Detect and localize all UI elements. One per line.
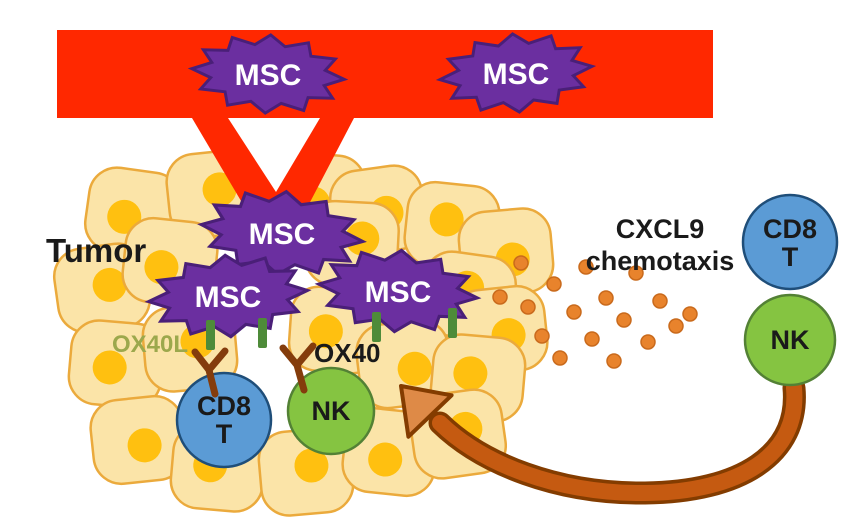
nk-circle (286, 366, 376, 456)
tumor-cell-nucleus (202, 172, 237, 207)
blood-vessel (57, 30, 713, 118)
chemotaxis-label-line1: CXCL9 (616, 214, 705, 244)
msc-label: MSC (365, 276, 432, 309)
cd8t-label-line1: CD8 (763, 214, 817, 244)
tumor-cell-nucleus (453, 356, 488, 391)
arrow-shaft (432, 380, 803, 502)
cd8t-circle (741, 193, 839, 291)
ox40l-ligands (206, 308, 457, 350)
recruitment-arrow (399, 376, 806, 505)
ox40-receptor-cd8t (191, 347, 229, 398)
chemokine-dot (584, 331, 600, 347)
cd8t-label-line2: T (216, 419, 233, 449)
tumor-label: Tumor (46, 232, 146, 269)
ox40l-ligand (206, 320, 215, 350)
chemokine-dot (652, 293, 668, 309)
ox40l-label: OX40L (112, 331, 188, 358)
chemotaxis-label-line2: chemotaxis (586, 246, 735, 276)
tumor-cell-nucleus (294, 448, 329, 483)
chemokine-dot (668, 318, 684, 334)
chemokine-dot (513, 255, 529, 271)
arrow-head (399, 384, 454, 439)
msc-label: MSC (483, 58, 550, 91)
ox40l-ligand (258, 318, 267, 348)
cd8t-cell-right: CD8 T (741, 193, 839, 291)
msc-label: MSC (195, 281, 262, 314)
chemokine-gradient (492, 255, 698, 369)
msc-cell-tumor-2: MSC (144, 248, 312, 344)
msc-label: MSC (235, 59, 302, 92)
nk-circle (743, 293, 837, 387)
nk-label: NK (771, 325, 810, 355)
chemokine-dot (578, 259, 594, 275)
chemokine-dot (492, 289, 508, 305)
tumor-cell-nucleus (107, 199, 142, 234)
chemokine-dot (598, 290, 614, 306)
msc-label: MSC (249, 218, 316, 251)
chemotaxis-label: CXCL9 chemotaxis (586, 214, 735, 276)
nk-cell-tumor: NK (286, 366, 376, 456)
ox40l-ligand (372, 312, 381, 342)
chemokine-dot (640, 334, 656, 350)
cd8t-label-line2: T (782, 242, 799, 272)
chemokine-dot (546, 276, 562, 292)
tumor-cell-nucleus (368, 442, 403, 477)
nk-cell-right: NK (743, 293, 837, 387)
chemokine-dot (534, 328, 550, 344)
ox40-label: OX40 (314, 338, 381, 368)
ox40l-ligand (448, 308, 457, 338)
funnel-lumen (228, 118, 320, 192)
tumor-cell-nucleus (92, 350, 127, 385)
chemokine-dot (552, 350, 568, 366)
tumor-cell-nucleus (92, 267, 127, 302)
chemokine-dot (628, 265, 644, 281)
cd8t-circle (175, 371, 273, 469)
cd8t-label-line1: CD8 (197, 391, 251, 421)
chemokine-dot (606, 353, 622, 369)
extravasation-funnel (192, 118, 354, 206)
chemokine-dot (520, 299, 536, 315)
msc-cell-vessel-1: MSC (187, 28, 349, 120)
chemokine-dot (616, 312, 632, 328)
tumor-cell-nucleus (127, 428, 162, 463)
chemokine-dot (566, 304, 582, 320)
ox40-receptor-nk (279, 342, 317, 394)
chemokine-dot (682, 306, 698, 322)
tumor-cell-nucleus (429, 202, 464, 237)
msc-cell-tumor-1: MSC (195, 181, 369, 285)
tumor-cell-nucleus (345, 221, 380, 256)
tumor-cell-nucleus (308, 314, 343, 349)
msc-cell-tumor-3: MSC (313, 241, 483, 341)
nk-label: NK (312, 396, 351, 426)
tumor-cell-nucleus (144, 250, 179, 285)
tumor-cell-nucleus (397, 351, 432, 386)
cd8t-cell-tumor: CD8 T (175, 371, 273, 469)
msc-cell-vessel-2: MSC (434, 25, 598, 121)
